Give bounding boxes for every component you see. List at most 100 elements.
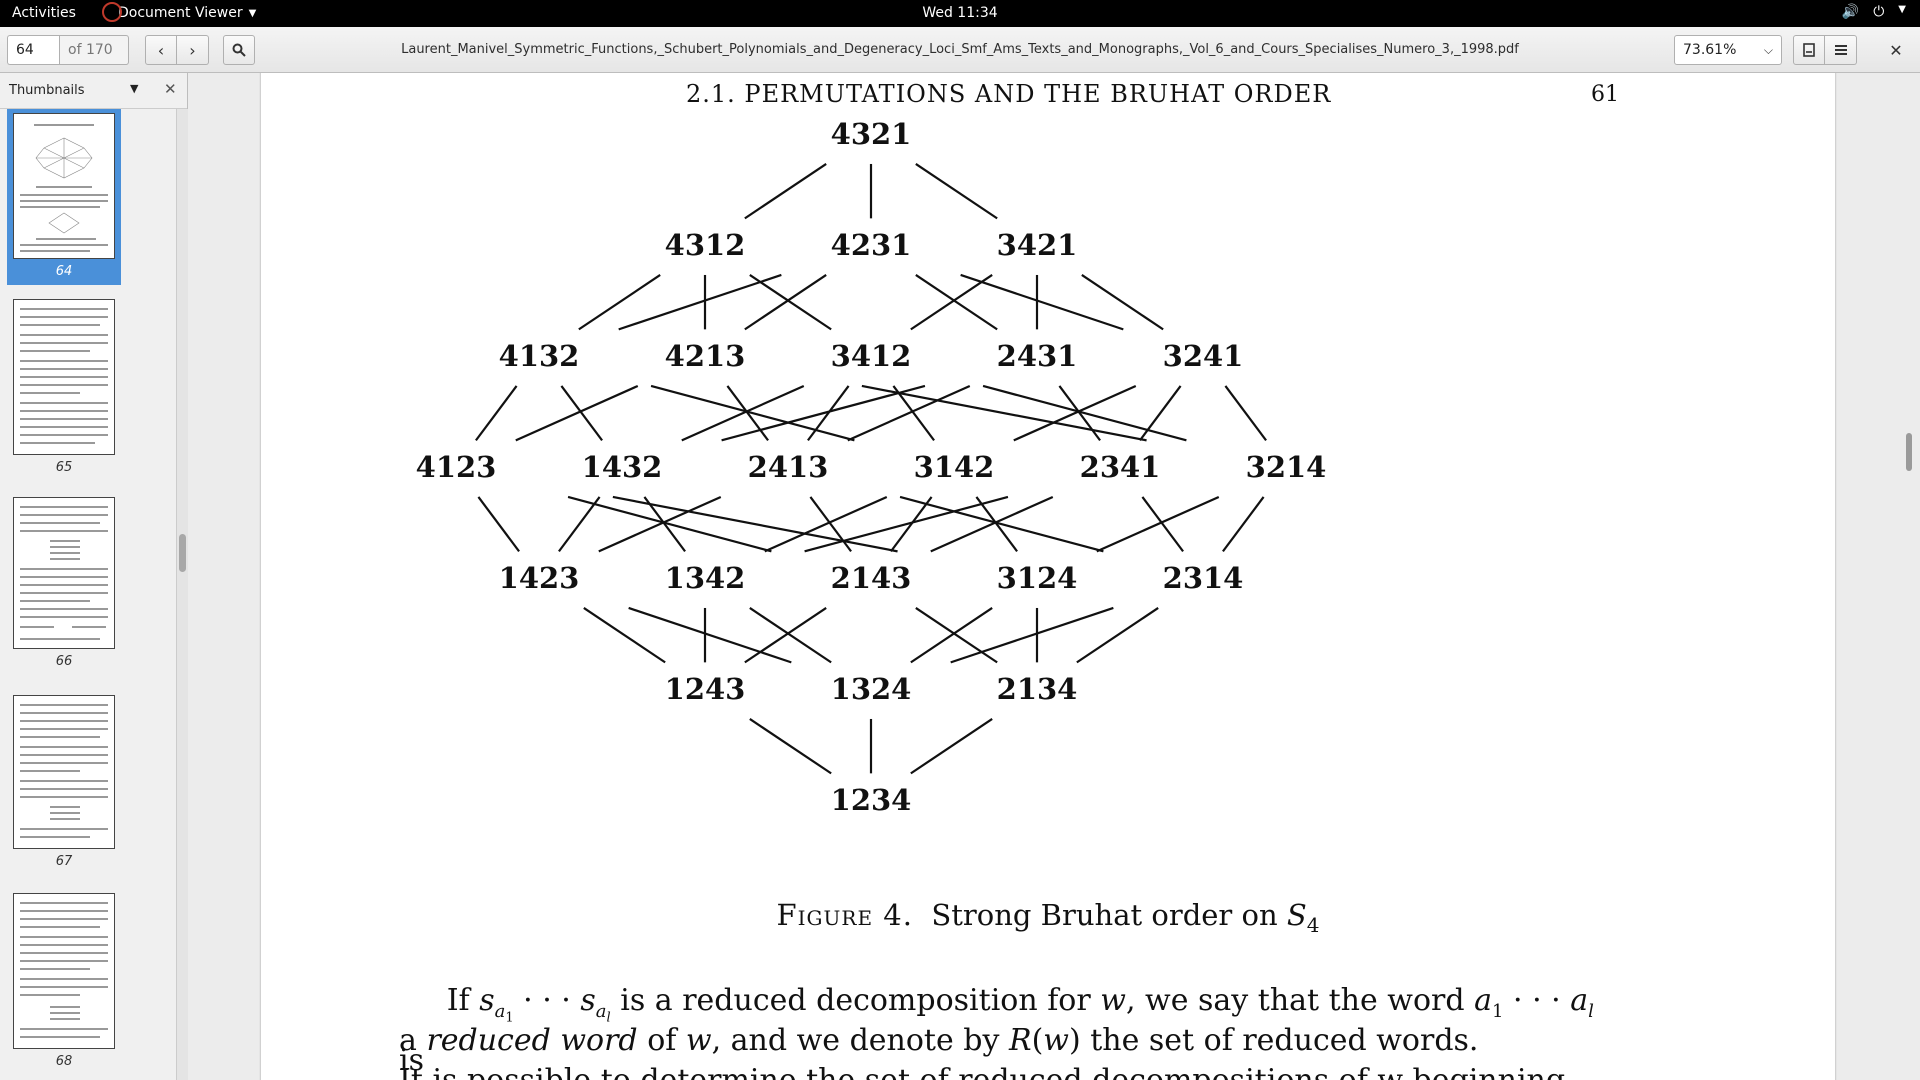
bruhat-edge — [1081, 274, 1164, 331]
chevron-left-icon: ‹ — [157, 40, 165, 60]
thumbnail-page-65[interactable]: 65 — [7, 299, 121, 475]
bruhat-edge — [628, 606, 792, 664]
close-icon: ✕ — [1889, 40, 1903, 60]
bruhat-edge — [804, 495, 1009, 553]
hamburger-menu-icon — [1834, 45, 1847, 55]
paragraph-line-1: If sa1 · · · sal is a reduced decomposit… — [399, 983, 1594, 1078]
page-navigation: ‹ › — [145, 35, 209, 65]
text-span: , and we denote by — [711, 1023, 1000, 1058]
bruhat-edge — [726, 385, 769, 442]
thumbnail-label: 68 — [55, 1054, 73, 1069]
bruhat-edge — [744, 163, 827, 220]
chevron-down-icon: ▼ — [1898, 4, 1906, 15]
close-window-button[interactable]: ✕ — [1880, 35, 1912, 65]
app-menu[interactable]: Document Viewer ▼ — [102, 2, 256, 22]
scrollbar-thumb[interactable] — [1906, 433, 1912, 471]
bruhat-edge — [721, 384, 926, 442]
search-button[interactable] — [223, 35, 255, 65]
bruhat-edge — [982, 384, 1187, 442]
zoom-select[interactable]: 73.61% ⌵ — [1674, 35, 1782, 65]
bruhat-edge — [583, 607, 666, 664]
text-span: of — [647, 1023, 677, 1058]
figure-caption-text: Strong Bruhat order on — [931, 898, 1278, 932]
bruhat-edge — [915, 274, 998, 331]
figure-caption: Figure 4. Strong Bruhat order on S4 — [261, 898, 1835, 937]
text-span: If — [446, 983, 470, 1018]
permutation-node: 1243 — [665, 672, 746, 706]
permutation-node: 2134 — [997, 672, 1078, 706]
permutation-node: 3421 — [997, 228, 1078, 262]
document-page-icon — [1803, 43, 1815, 57]
diagram-edges — [475, 163, 1267, 775]
bruhat-edge — [890, 496, 933, 553]
thumbnail-page-67[interactable]: 67 — [7, 695, 121, 869]
permutation-node: 2341 — [1080, 450, 1161, 484]
permutation-node: 2143 — [831, 561, 912, 595]
permutation-node: 4231 — [831, 228, 912, 262]
activities-button[interactable]: Activities — [12, 5, 76, 21]
permutation-node: 2431 — [997, 339, 1078, 373]
chevron-right-icon: › — [189, 40, 196, 60]
document-page: 2.1. PERMUTATIONS AND THE BRUHAT ORDER 6… — [261, 73, 1835, 1080]
bruhat-edge — [749, 718, 832, 775]
thumbnail-image — [13, 695, 115, 849]
view-mode-button[interactable] — [1793, 35, 1825, 65]
permutation-node: 3142 — [914, 450, 995, 484]
zoom-value: 73.61% — [1683, 42, 1737, 58]
text-span: , we say that the word — [1125, 983, 1465, 1018]
main-menu-button[interactable] — [1825, 35, 1857, 65]
permutation-node: 1234 — [831, 783, 912, 817]
paragraph-line-2: a reduced word of w, and we denote by R(… — [399, 1023, 1479, 1058]
system-status-area[interactable]: 🔊 ⏻ ▼ — [1842, 4, 1906, 20]
document-scrollbar[interactable] — [1900, 73, 1920, 1080]
bruhat-edge — [1222, 496, 1265, 553]
top-bar: Activities Document Viewer ▼ Wed 11:34 🔊… — [0, 0, 1920, 27]
bruhat-edge — [960, 273, 1124, 331]
bruhat-edge — [612, 495, 898, 553]
thumbnail-page-68[interactable]: 68 — [7, 893, 121, 1069]
thumbnail-image — [13, 497, 115, 649]
bruhat-edge — [861, 384, 1147, 442]
permutation-node: 1432 — [582, 450, 663, 484]
thumbnail-label: 64 — [55, 264, 73, 279]
volume-icon: 🔊 — [1841, 4, 1860, 20]
document-viewer-logo-icon — [102, 2, 122, 22]
chevron-down-icon[interactable]: ▼ — [130, 82, 139, 95]
permutation-node: 2314 — [1163, 561, 1244, 595]
emphasis-span: reduced word — [426, 1023, 638, 1058]
bruhat-edge — [749, 607, 832, 664]
permutation-node: 1423 — [499, 561, 580, 595]
sidebar-mode-selector[interactable]: Thumbnails — [9, 83, 85, 98]
bruhat-edge — [1224, 385, 1267, 442]
document-view[interactable]: 2.1. PERMUTATIONS AND THE BRUHAT ORDER 6… — [189, 73, 1920, 1080]
sidebar: Thumbnails ▼ ✕ 64 65 — [0, 73, 188, 1080]
previous-page-button[interactable]: ‹ — [145, 35, 177, 65]
bruhat-edge — [618, 273, 782, 331]
bruhat-edge — [910, 718, 993, 775]
bruhat-edge — [915, 607, 998, 664]
bruhat-edge — [975, 496, 1018, 553]
bruhat-edge — [578, 274, 661, 331]
permutation-node: 1342 — [665, 561, 746, 595]
scrollbar-thumb[interactable] — [179, 534, 186, 572]
text-span: the set of reduced words. — [1090, 1023, 1479, 1058]
sidebar-scrollbar[interactable] — [176, 109, 188, 1080]
bruhat-edge — [892, 385, 935, 442]
thumbnail-page-64[interactable]: 64 — [7, 109, 121, 285]
permutation-node: 3214 — [1246, 450, 1327, 484]
sidebar-header: Thumbnails ▼ ✕ — [0, 73, 187, 109]
bruhat-edge — [650, 384, 855, 442]
bruhat-edge — [598, 495, 722, 553]
bruhat-edge — [567, 495, 772, 553]
next-page-button[interactable]: › — [177, 35, 209, 65]
close-sidebar-icon[interactable]: ✕ — [164, 80, 177, 98]
permutation-node: 1324 — [831, 672, 912, 706]
thumbnail-page-66[interactable]: 66 — [7, 497, 121, 669]
bruhat-edge — [643, 496, 686, 553]
bruhat-edge — [1139, 385, 1182, 442]
page-number-input[interactable] — [7, 35, 59, 65]
permutation-node: 4123 — [416, 450, 497, 484]
bruhat-edge — [558, 496, 601, 553]
symmetric-group-symbol: S — [1286, 898, 1307, 932]
clock[interactable]: Wed 11:34 — [922, 5, 998, 21]
